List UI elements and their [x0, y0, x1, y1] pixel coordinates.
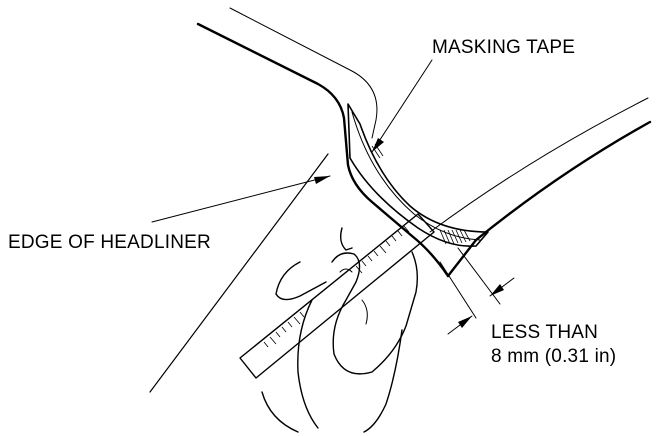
- edge-of-headliner-arrowhead: [314, 176, 330, 184]
- dimension-line-1: [439, 261, 477, 319]
- headliner-edge-extension: [149, 153, 329, 393]
- less-than-label: LESS THAN: [491, 322, 599, 343]
- hand: [261, 227, 419, 433]
- masking-tape-inner-edge: [351, 111, 481, 241]
- masking-tape-arrowhead: [372, 138, 384, 152]
- edge-of-headliner-label: EDGE OF HEADLINER: [8, 232, 211, 253]
- masking-tape-leader: [371, 59, 433, 153]
- dimension-line-2: [457, 247, 501, 305]
- dimension-arrowhead-top: [490, 284, 504, 296]
- pillar-inner-line: [429, 97, 649, 233]
- pillar-outer-line: [446, 120, 652, 278]
- edge-of-headliner-leader: [151, 175, 331, 223]
- measurement-label: 8 mm (0.31 in): [491, 346, 617, 367]
- roof-panel-outer-line: [229, 7, 378, 139]
- masking-tape-label: MASKING TAPE: [432, 37, 576, 58]
- headliner-edge-line: [196, 22, 450, 278]
- dimension-arrowhead-bottom: [458, 316, 472, 328]
- ruler: [239, 213, 435, 379]
- masking-tape: [347, 103, 489, 247]
